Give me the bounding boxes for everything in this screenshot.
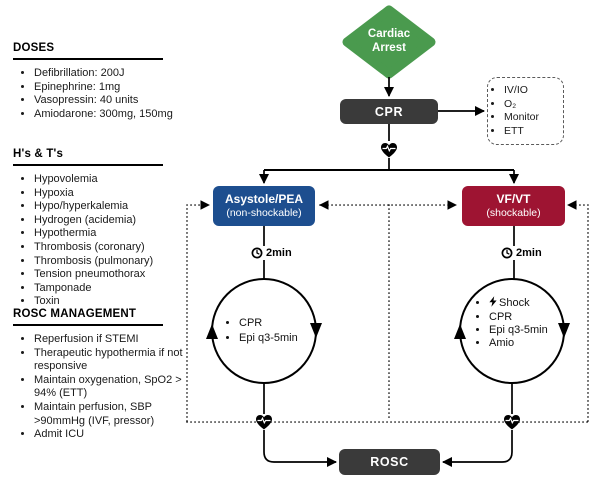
heart-pulse-icon: [504, 415, 520, 430]
doses-section: DOSES Defibrillation: 200J Epinephrine: …: [13, 42, 193, 121]
list-item: Vasopressin: 40 units: [34, 94, 193, 108]
list-item: Reperfusion if STEMI: [34, 333, 193, 347]
rosc-management-section: ROSC MANAGEMENT Reperfusion if STEMI The…: [13, 308, 193, 442]
asystole-pea-title: Asystole/PEA: [224, 192, 304, 207]
list-item: Admit ICU: [34, 428, 193, 442]
heart-pulse-icon: [381, 143, 397, 158]
vf-vt-title: VF/VT: [496, 192, 531, 207]
doses-list: Defibrillation: 200J Epinephrine: 1mg Va…: [13, 67, 193, 121]
vf-vt-node: VF/VT (shockable): [462, 186, 565, 226]
list-item: Epi q3-5min: [489, 324, 548, 337]
loop-direction-arrows: [206, 323, 570, 339]
list-item: Amiodarone: 300mg, 150mg: [34, 108, 193, 122]
shock-text: Shock: [499, 297, 530, 309]
list-item: Thrombosis (coronary): [34, 241, 193, 255]
hs-and-ts-section: H's & T's Hypovolemia Hypoxia Hypo/hyper…: [13, 148, 193, 309]
hs-and-ts-list: Hypovolemia Hypoxia Hypo/hyperkalemia Hy…: [13, 173, 193, 309]
list-item: Monitor: [504, 111, 539, 125]
list-item: Shock: [489, 296, 548, 311]
rosc-label: ROSC: [370, 455, 409, 469]
loop-right-actions: Shock CPR Epi q3-5min Amio: [474, 296, 548, 350]
timer-text: 2min: [516, 247, 542, 259]
loop-left-list: CPR Epi q3-5min: [224, 316, 298, 345]
loop-left-actions: CPR Epi q3-5min: [224, 316, 298, 345]
cpr-node: CPR: [340, 99, 438, 124]
list-item: Hypo/hyperkalemia: [34, 200, 193, 214]
list-item: ETT: [504, 125, 539, 139]
doses-title: DOSES: [13, 42, 163, 60]
cardiac-arrest-diamond: [342, 5, 436, 79]
list-item: Hydrogen (acidemia): [34, 214, 193, 228]
loop-right-list: Shock CPR Epi q3-5min Amio: [474, 296, 548, 350]
timer-text: 2min: [266, 247, 292, 259]
list-item: Maintain oxygenation, SpO2 > 94% (ETT): [34, 374, 193, 401]
asystole-pea-node: Asystole/PEA (non-shockable): [213, 186, 315, 226]
rosc-management-title: ROSC MANAGEMENT: [13, 308, 163, 326]
list-item: Therapeutic hypothermia if not responsiv…: [34, 347, 193, 374]
dotted-connectors: [186, 200, 589, 423]
vf-vt-subtitle: (shockable): [486, 206, 541, 219]
list-item: CPR: [239, 316, 298, 331]
list-item: Maintain perfusion, SBP >90mmHg (IVF, pr…: [34, 401, 193, 428]
list-item: Amio: [489, 337, 548, 350]
list-item: Defibrillation: 200J: [34, 67, 193, 81]
heart-pulse-icon: [256, 415, 272, 430]
cpr-label: CPR: [374, 104, 404, 119]
rosc-management-list: Reperfusion if STEMI Therapeutic hypothe…: [13, 333, 193, 442]
timer-label-right: 2min: [498, 246, 545, 260]
list-item: Tension pneumothorax: [34, 268, 193, 282]
list-item: Epinephrine: 1mg: [34, 81, 193, 95]
cardiac-arrest-label: Cardiac Arrest: [367, 28, 411, 54]
list-item: Tamponade: [34, 282, 193, 296]
lightning-bolt-icon: [489, 296, 497, 311]
list-item: Toxin: [34, 295, 193, 309]
list-item: Epi q3-5min: [239, 331, 298, 346]
timer-label-left: 2min: [248, 246, 295, 260]
list-item: Hypoxia: [34, 187, 193, 201]
rosc-node: ROSC: [339, 449, 440, 475]
adjuncts-node: IV/IO O₂ Monitor ETT: [487, 77, 564, 145]
list-item: Hypothermia: [34, 227, 193, 241]
list-item: IV/IO: [504, 84, 539, 98]
clock-icon: [501, 247, 513, 259]
list-item: Thrombosis (pulmonary): [34, 255, 193, 269]
adjuncts-list: IV/IO O₂ Monitor ETT: [488, 84, 539, 138]
list-item: O₂: [504, 98, 539, 112]
hs-and-ts-title: H's & T's: [13, 148, 163, 166]
clock-icon: [251, 247, 263, 259]
list-item: Hypovolemia: [34, 173, 193, 187]
asystole-pea-subtitle: (non-shockable): [226, 206, 302, 219]
list-item: CPR: [489, 311, 548, 324]
